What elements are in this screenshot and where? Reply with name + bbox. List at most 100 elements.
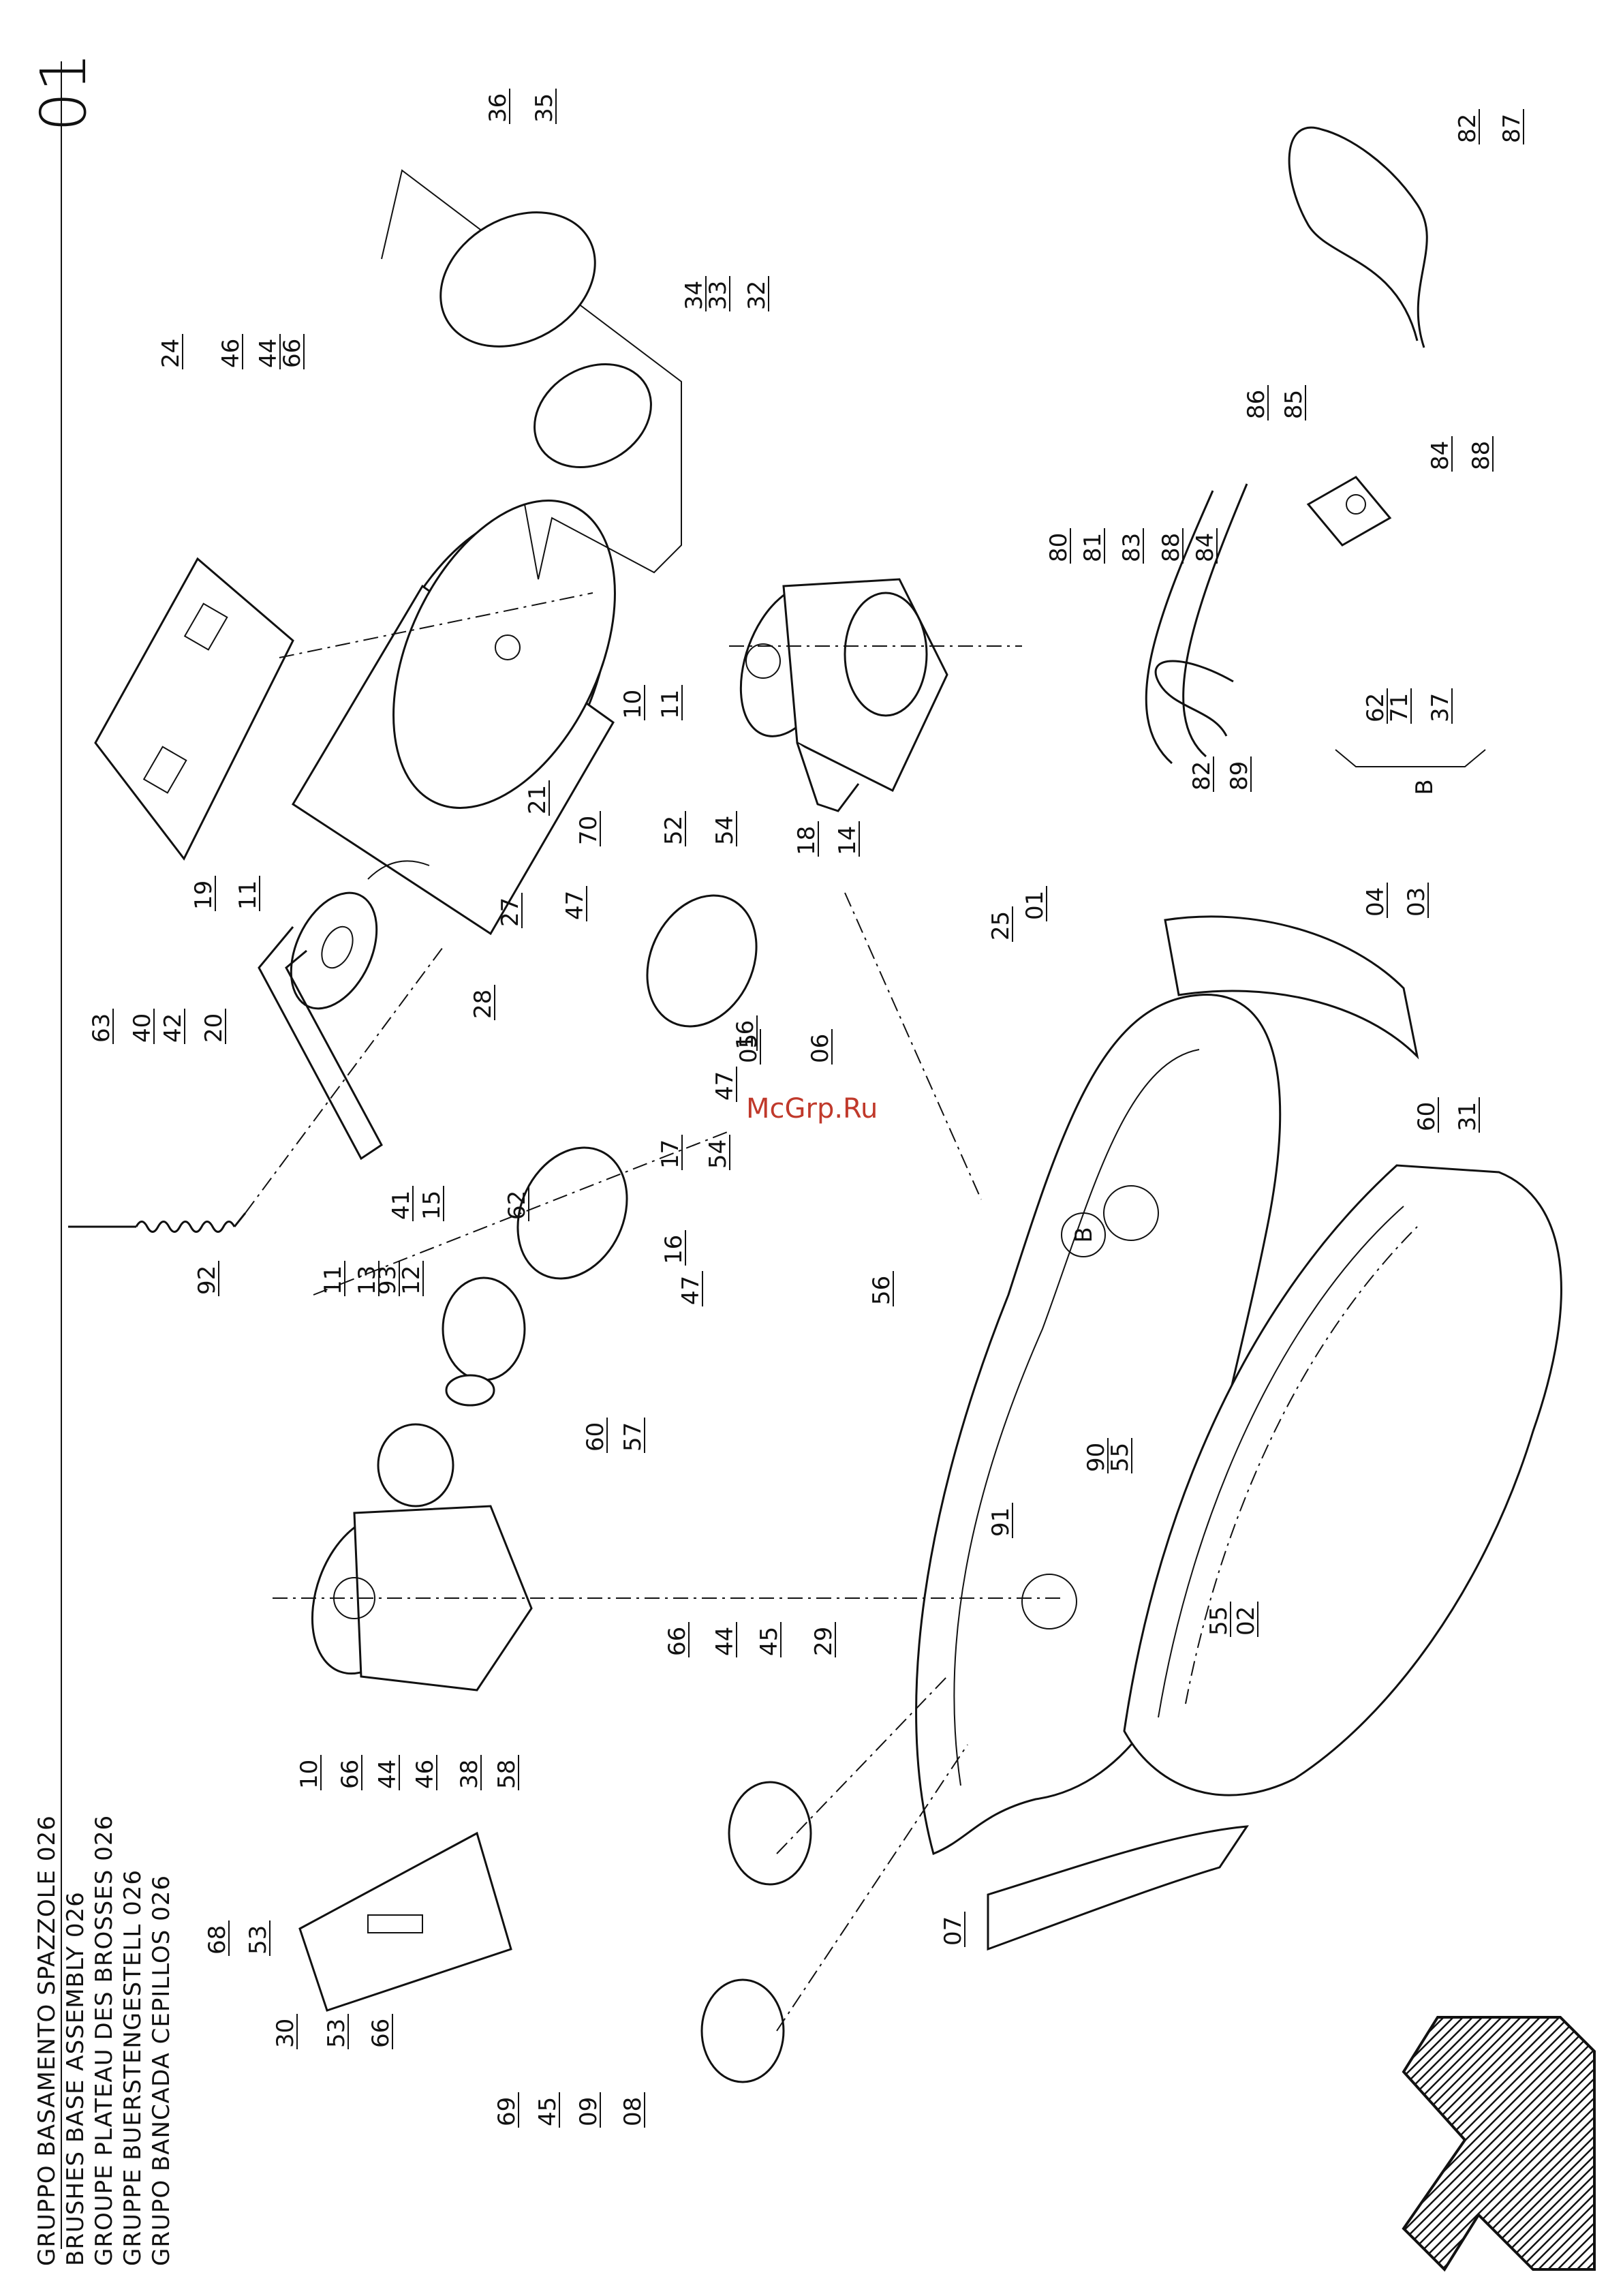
callout-number: 38 [456,1760,483,1789]
callout-number: 93 [374,1266,401,1295]
title-line-it: GRUPPO BASAMENTO SPAZZOLE 026 [33,1815,61,2266]
title-line-de: GRUPPE BUERSTENGESTELL 026 [119,1869,146,2266]
callout-12: 12 [398,1261,425,1296]
callout-number: 27 [497,898,524,927]
callout-number: 34 [681,281,708,310]
callout-15: 15 [418,1186,446,1221]
motor-mount-plate [94,557,294,861]
callout-60: 60 [1413,1097,1440,1133]
callout-62: 62 [504,1186,531,1221]
callout-10: 10 [296,1755,323,1790]
callout-71: 71 [1386,688,1413,724]
callout-91: 91 [987,1503,1015,1538]
callout-81: 81 [1079,528,1107,564]
callout-number: 36 [484,93,512,123]
water-hoses [1145,126,1428,765]
callout-number: 06 [807,1034,834,1063]
callout-82: 82 [1188,756,1216,792]
callout-number: 10 [619,690,647,719]
callout-35: 35 [531,89,558,124]
callout-number: 40 [129,1013,156,1043]
callout-number: 70 [575,816,602,845]
callout-55: 55 [1205,1602,1233,1637]
callout-number: 91 [987,1507,1015,1537]
callout-number: 17 [657,1139,684,1169]
callout-number: 87 [1498,114,1526,143]
callout-41: 41 [388,1186,415,1221]
callout-number: 82 [1188,761,1216,791]
callout-number: 66 [367,2019,395,2048]
callout-46: 46 [412,1755,439,1790]
mounting-bracket [298,1831,512,2012]
callout-number: 44 [374,1760,401,1789]
callout-number: 24 [157,339,185,368]
callout-number: 18 [793,826,820,855]
callout-number: 66 [337,1760,364,1789]
callout-number: 84 [1427,441,1454,470]
callout-number: 32 [743,281,771,310]
callout-number: 52 [660,816,687,845]
callout-63: 63 [88,1009,115,1044]
callout-36: 36 [484,89,512,124]
callout-number: 11 [320,1266,347,1295]
callout-number: 35 [531,93,558,123]
callout-58: 58 [493,1755,521,1790]
callout-68: 68 [204,1920,231,1956]
callout-03: 03 [1403,883,1430,918]
callout-number: 07 [940,1916,967,1946]
callout-number: 11 [234,881,262,910]
callout-93: 93 [374,1261,401,1296]
callout-66: 66 [337,1755,364,1790]
callout-28: 28 [469,985,497,1020]
callout-92: 92 [194,1261,221,1296]
title-block: GRUPPO BASAMENTO SPAZZOLE 026 BRUSHES BA… [33,1815,175,2266]
callout-number: 21 [524,785,551,814]
callout-number: 47 [711,1071,739,1101]
callout-number: 83 [1118,533,1145,562]
callout-01: 01 [1021,886,1049,921]
callout-number: 57 [619,1422,647,1452]
callout-number: 08 [619,2097,647,2126]
bumper-wheels [700,1781,812,2083]
callout-90: 90 [1083,1438,1110,1473]
brand-logo [1402,2016,1596,2272]
callout-number: 60 [1413,1102,1440,1131]
callout-number: 44 [255,339,282,368]
callout-number: 58 [493,1760,521,1789]
callout-number: 16 [660,1235,687,1264]
pulley-and-belt [258,891,383,1161]
callout-09: 09 [575,2092,602,2128]
callout-number: 12 [398,1266,425,1295]
callout-38: 38 [456,1755,483,1790]
callout-number: 44 [711,1627,739,1656]
callout-47: 47 [561,886,589,921]
callout-number: 63 [88,1013,115,1043]
callout-86: 86 [1243,385,1270,420]
callout-44: 44 [711,1622,739,1657]
callout-number: 54 [711,816,739,845]
callout-57: 57 [619,1418,647,1453]
callout-number: 54 [705,1139,732,1169]
callout-24: 24 [157,334,185,369]
detail-b-marker-label: B [1070,1227,1098,1242]
callout-29: 29 [810,1622,837,1657]
callout-11: 11 [320,1261,347,1296]
callout-85: 85 [1280,385,1308,420]
callout-number: 33 [705,281,732,310]
callout-number: 53 [323,2019,350,2048]
callout-25: 25 [987,906,1015,942]
callout-70: 70 [575,811,602,846]
callout-10: 10 [619,685,647,720]
callout-number: 28 [469,990,497,1019]
callout-number: 66 [664,1627,691,1656]
callout-number: 10 [296,1760,323,1789]
brush-deck [915,994,1282,1856]
callout-21: 21 [524,780,551,816]
title-line-fr: GROUPE PLATEAU DES BROSSES 026 [91,1815,118,2266]
callout-69: 69 [493,2092,521,2128]
valve-tee [1306,476,1392,547]
page-number: 01 [27,52,100,132]
callout-11: 11 [234,876,262,911]
gearbox-lower [311,1423,533,1692]
